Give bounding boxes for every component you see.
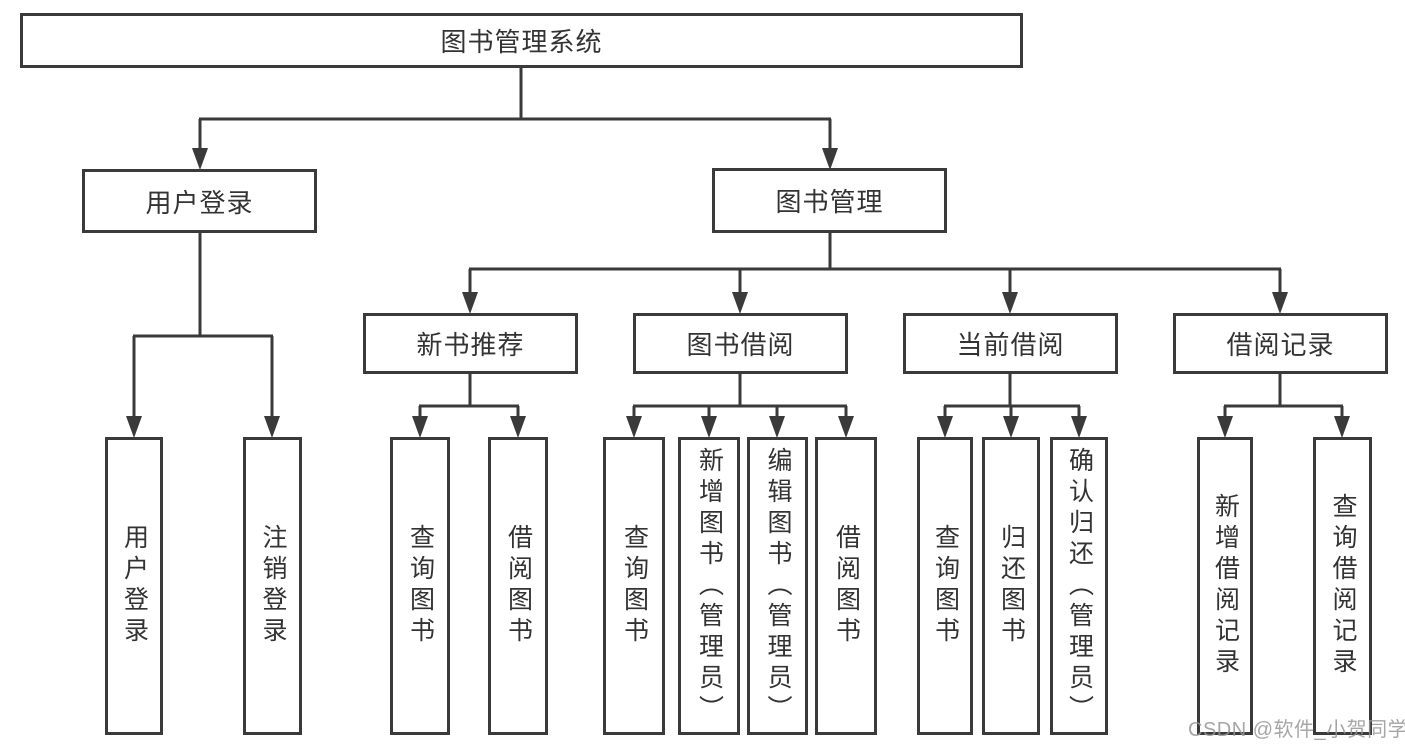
node-library-management-system: 图书管理系统 [20, 13, 1023, 68]
node-new-book-recommend: 新书推荐 [363, 313, 578, 374]
leaf-add-books-admin: 新增图书（管理员） [678, 437, 740, 735]
connector-borrow-records-to-leaves [1217, 374, 1350, 438]
leaf-borrow-books: 借阅图书 [815, 437, 877, 735]
connector-root-to-level1 [192, 68, 838, 170]
leaf-user-login: 用户登录 [105, 437, 163, 735]
connector-current-borrow-to-leaves [937, 374, 1087, 438]
leaf-query-books-recommend: 查询图书 [390, 437, 450, 735]
node-user-login: 用户登录 [82, 169, 317, 233]
leaf-query-books-current: 查询图书 [917, 437, 973, 735]
node-book-borrow: 图书借阅 [633, 313, 848, 374]
connector-new-book-recommend-to-leaves [412, 374, 526, 438]
leaf-return-books: 归还图书 [982, 437, 1040, 735]
leaf-logout: 注销登录 [243, 437, 302, 735]
connector-book-management-to-level2 [462, 233, 1288, 314]
leaf-query-borrow-record: 查询借阅记录 [1313, 437, 1372, 735]
leaf-confirm-return-admin: 确认归还（管理员） [1050, 437, 1108, 735]
csdn-watermark: CSDN @软件_小贺同学 [1188, 719, 1405, 741]
node-book-management: 图书管理 [712, 168, 947, 233]
leaf-query-books-borrow: 查询图书 [603, 437, 665, 735]
node-borrow-records: 借阅记录 [1173, 313, 1388, 374]
leaf-edit-books-admin: 编辑图书（管理员） [747, 437, 808, 735]
leaf-borrow-books-recommend: 借阅图书 [488, 437, 548, 735]
leaf-add-borrow-record: 新增借阅记录 [1197, 437, 1253, 735]
node-current-borrow: 当前借阅 [903, 313, 1118, 374]
connector-book-borrow-to-leaves [626, 374, 854, 438]
connector-user-login-to-leaves [126, 233, 280, 438]
